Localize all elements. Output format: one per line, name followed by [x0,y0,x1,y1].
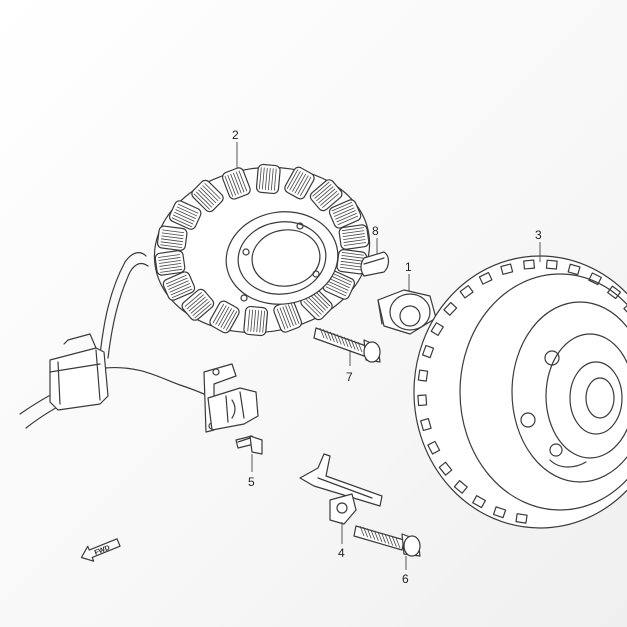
bolt-icon [235,435,263,455]
callout-3: 3 [535,228,542,242]
arrow-left-icon: FWD [80,538,121,562]
callout-1: 1 [405,260,412,274]
callout-6: 6 [402,572,409,586]
flywheel-rotor-icon [413,255,627,529]
wire-clamp-icon [299,453,383,525]
fwd-label: FWD [94,544,111,556]
bolt-icon [313,327,381,363]
wire-grommet [49,333,109,411]
callout-8: 8 [372,224,379,238]
callout-2: 2 [232,128,239,142]
pickup-coil-icon [203,363,259,433]
bolt-icon [353,525,421,557]
stator-coil-icon [153,163,371,337]
woodruff-key-icon [360,251,390,277]
callout-5: 5 [248,475,255,489]
starter-clutch-gear-icon [377,289,437,335]
leader-lines [236,142,541,570]
callout-4: 4 [338,546,345,560]
callout-7: 7 [346,370,353,384]
